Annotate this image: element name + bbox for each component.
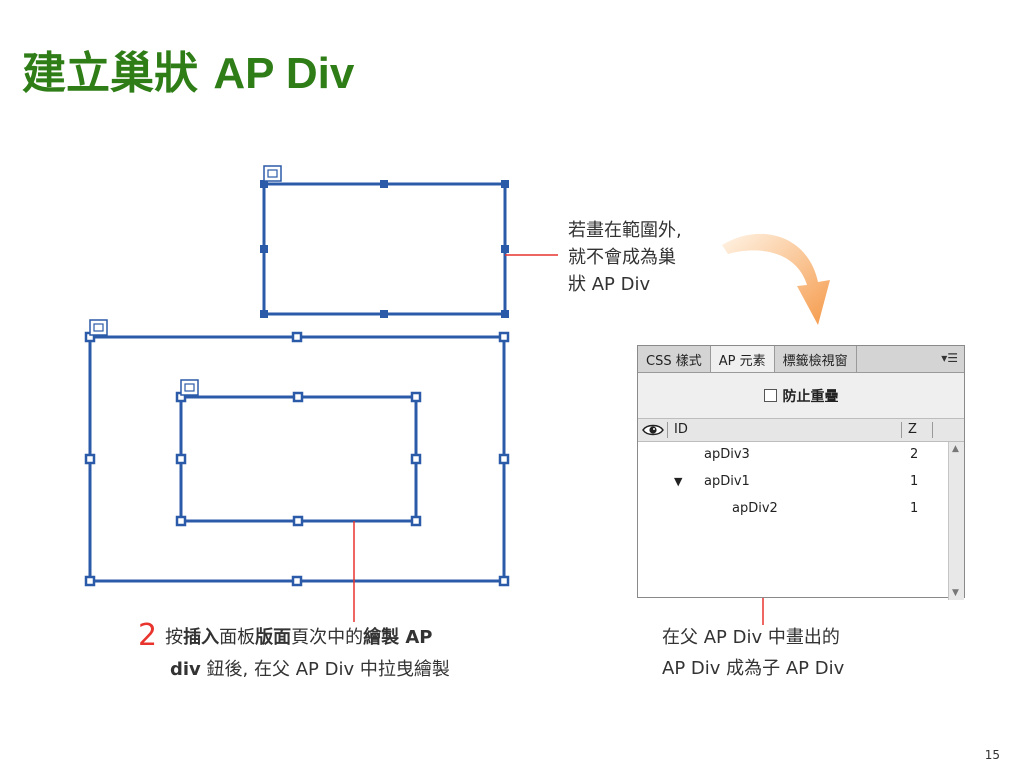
ap-elements-panel: CSS 樣式 AP 元素 標籤檢視窗 ▾☰ 防止重疊 ID Z apDiv3 2…: [637, 345, 965, 600]
element-id: apDiv3: [704, 447, 750, 462]
outside-ap-div: [260, 165, 509, 318]
column-header-z[interactable]: Z: [908, 422, 917, 437]
tab-ap-elements[interactable]: AP 元素: [710, 346, 775, 372]
expand-triangle-icon[interactable]: ▼: [674, 475, 683, 488]
list-header: ID Z: [638, 419, 964, 442]
callout-line-1: 若畫在範圍外,: [568, 220, 682, 241]
tab-css-styles[interactable]: CSS 樣式: [638, 346, 711, 372]
caption-right-line-1: 在父 AP Div 中畫出的: [662, 627, 840, 648]
callout-line-3: 狀 AP Div: [568, 274, 651, 295]
caption-text: 按: [165, 627, 184, 648]
caption-right-line-2: AP Div 成為子 AP Div: [662, 658, 845, 679]
child-ap-div-handles: [175, 391, 422, 527]
list-item[interactable]: apDiv2 1: [638, 499, 948, 519]
parent-ap-div: [84, 319, 510, 587]
ap-element-list: apDiv3 2 ▼ apDiv1 1 apDiv2 1 ▲ ▼: [638, 442, 964, 600]
parent-ap-div-handles: [84, 331, 510, 587]
header-separator: [667, 422, 668, 438]
vertical-scrollbar[interactable]: ▲ ▼: [948, 442, 964, 600]
panel-menu-icon[interactable]: ▾☰: [941, 351, 958, 365]
header-separator: [901, 422, 902, 438]
element-id: apDiv2: [732, 501, 778, 516]
prevent-overlap-row: 防止重疊: [638, 373, 964, 419]
page-title: 建立巢狀 AP Div: [22, 48, 354, 101]
caption-bold: 版面: [255, 627, 292, 648]
caption-bold: 插入: [183, 627, 220, 648]
caption-bold: 繪製 AP: [363, 627, 433, 648]
caption-bold: div: [170, 659, 201, 680]
curved-arrow-icon: [722, 233, 830, 325]
column-header-id[interactable]: ID: [674, 422, 688, 437]
scroll-up-icon[interactable]: ▲: [952, 444, 959, 454]
list-item[interactable]: ▼ apDiv1 1: [638, 472, 948, 492]
eye-icon[interactable]: [642, 423, 664, 437]
step-number: 2: [138, 618, 158, 653]
caption-text: 面板: [219, 627, 256, 648]
tab-tag-inspector[interactable]: 標籤檢視窗: [775, 346, 857, 372]
element-z: 1: [910, 474, 919, 489]
outside-ap-div-anchor-icon: [263, 165, 282, 182]
header-separator: [932, 422, 933, 438]
element-id: apDiv1: [704, 474, 750, 489]
prevent-overlap-checkbox[interactable]: [763, 389, 777, 402]
element-z: 2: [910, 447, 919, 462]
caption-text: 鈕後, 在父 AP Div 中拉曳繪製: [206, 659, 450, 680]
parent-ap-div-anchor-icon: [89, 319, 108, 336]
scroll-down-icon[interactable]: ▼: [952, 588, 959, 598]
list-item[interactable]: apDiv3 2: [638, 445, 948, 465]
child-ap-div: [175, 379, 422, 527]
caption-text: 頁次中的: [291, 627, 364, 648]
outside-ap-div-handles: [260, 180, 509, 318]
child-ap-div-anchor-icon: [180, 379, 199, 396]
nested-result-caption: 在父 AP Div 中畫出的 AP Div 成為子 AP Div: [662, 622, 844, 684]
outside-range-callout: 若畫在範圍外, 就不會成為巢 狀 AP Div: [568, 217, 682, 298]
title-cjk: 建立巢狀: [22, 48, 198, 99]
panel-tab-bar: CSS 樣式 AP 元素 標籤檢視窗 ▾☰: [638, 346, 964, 373]
title-latin: AP Div: [213, 49, 355, 98]
page-number: 15: [984, 748, 1000, 762]
prevent-overlap-label: 防止重疊: [782, 388, 839, 405]
callout-line-2: 就不會成為巢: [568, 247, 676, 268]
caption-line-2: div 鈕後, 在父 AP Div 中拉曳繪製: [138, 654, 450, 686]
element-z: 1: [910, 501, 919, 516]
